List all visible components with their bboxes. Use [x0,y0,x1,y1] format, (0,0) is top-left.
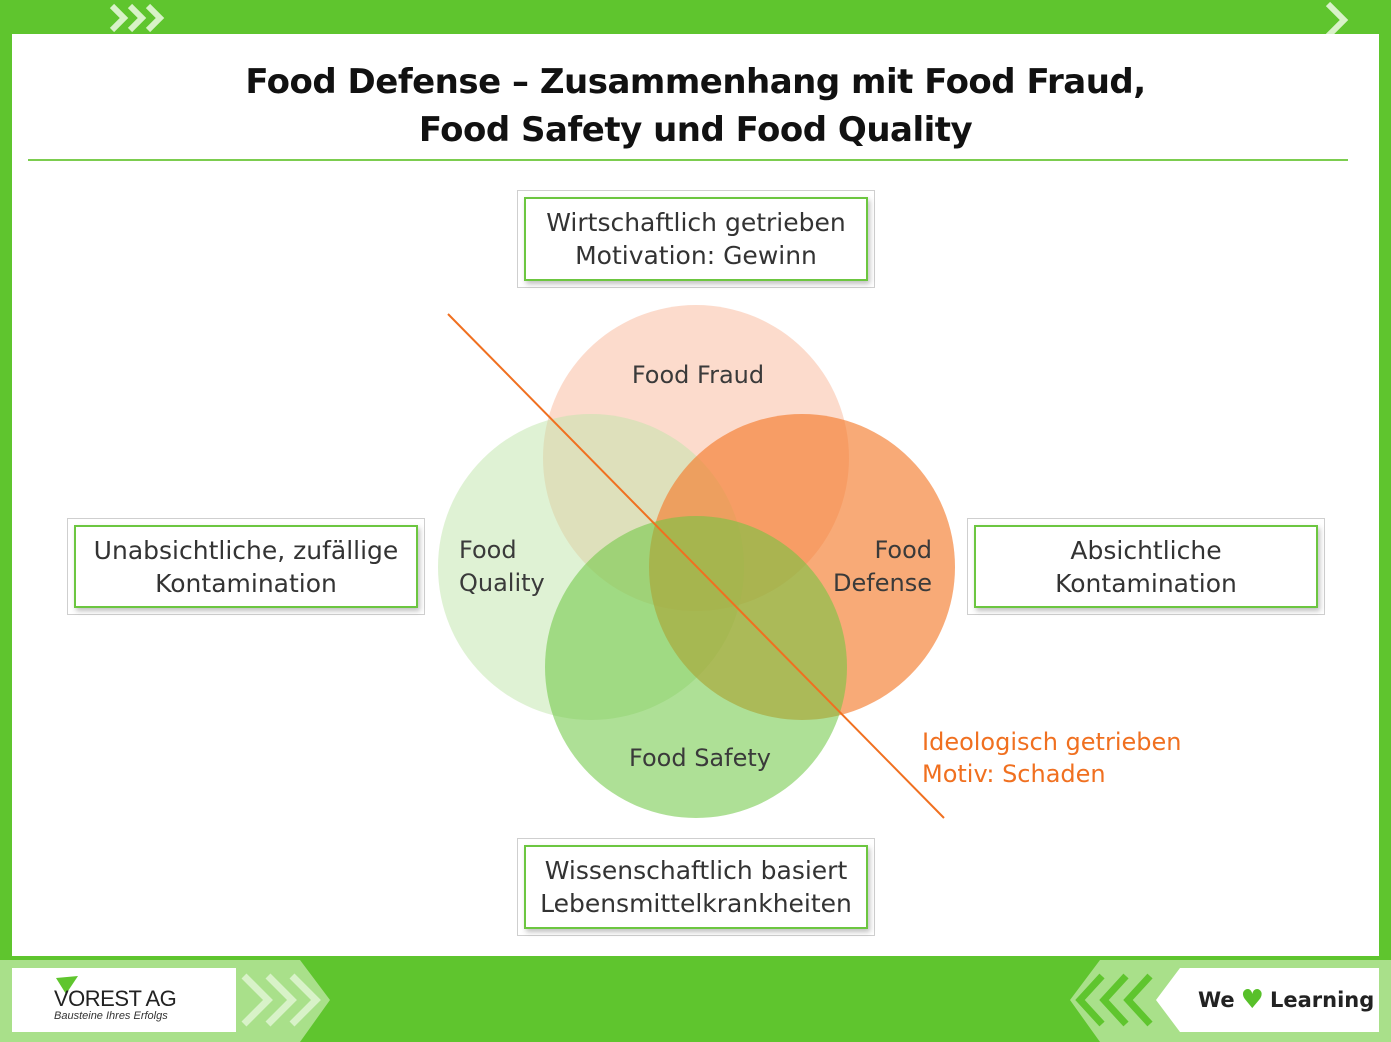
label-food-fraud: Food Fraud [632,361,764,389]
box-bottom-line-1: Wissenschaftlich basiert [544,856,848,885]
footer-chevrons-right [1075,973,1153,1027]
page-title: Food Defense – Zusammenhang mit Food Fra… [0,58,1391,154]
slogan-we: We [1198,988,1235,1012]
box-top-frame: Wirtschaftlich getrieben Motivation: Gew… [524,197,868,281]
title-line-1: Food Defense – Zusammenhang mit Food Fra… [245,62,1146,102]
top-chevrons-right [1325,1,1349,39]
logo-name: VOREST AG [54,986,177,1011]
box-left-line-2: Kontamination [155,568,337,598]
ideology-line-1: Ideologisch getrieben [922,728,1182,756]
box-right-line-1: Absichtliche [1070,535,1222,565]
box-top-line-2: Motivation: Gewinn [575,241,817,270]
title-divider [28,159,1348,161]
footer-right-white [1156,968,1379,1032]
logo-check-icon [56,976,78,994]
box-left-line-1: Unabsichtliche, zufällige [93,535,399,565]
label-food-defense-1: Food [874,536,932,564]
footer-chevrons-left [241,973,321,1027]
label-food-quality-2: Quality [459,569,545,597]
heart-icon: ♥ [1240,985,1264,1015]
box-right-line-2: Kontamination [1055,568,1237,598]
box-bottom-frame: Wissenschaftlich basiert Lebensmittelkra… [524,845,868,929]
box-right: Absichtliche Kontamination [967,518,1325,615]
box-right-frame: Absichtliche Kontamination [974,525,1318,608]
ideology-line-2: Motiv: Schaden [922,760,1106,788]
box-left: Unabsichtliche, zufällige Kontamination [67,518,425,615]
slogan-learning: Learning [1269,988,1375,1012]
label-food-defense-2: Defense [833,569,932,597]
title-line-2: Food Safety und Food Quality [418,110,973,150]
slogan: We ♥ Learning [1198,985,1374,1015]
box-top-line-1: Wirtschaftlich getrieben [546,208,846,237]
box-bottom: Wissenschaftlich basiert Lebensmittelkra… [517,838,875,936]
logo-panel [12,968,236,1032]
box-top: Wirtschaftlich getrieben Motivation: Gew… [517,190,875,288]
box-left-frame: Unabsichtliche, zufällige Kontamination [74,525,418,608]
label-food-quality-1: Food [459,536,517,564]
ideology-annotation: Ideologisch getrieben Motiv: Schaden [922,726,1181,790]
logo-tagline: Bausteine Ihres Erfolgs [54,1010,168,1022]
ideology-divider-line [447,313,945,819]
circle-food-safety [545,516,847,818]
label-food-safety: Food Safety [629,744,771,772]
top-chevrons-left [109,3,165,33]
box-bottom-line-2: Lebensmittelkrankheiten [540,889,852,918]
